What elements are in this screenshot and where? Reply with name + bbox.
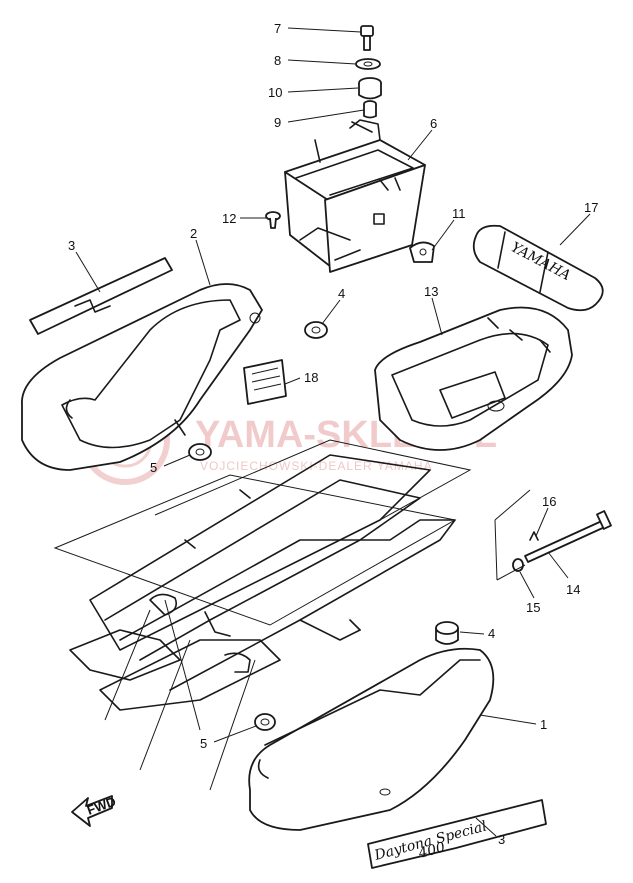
callout-9: 9 — [274, 115, 281, 130]
callout-13: 13 — [424, 284, 438, 299]
callout-labels: 7 8 10 9 6 12 11 17 3 2 4 13 18 5 16 14 … — [68, 21, 598, 847]
bolt-bracket — [494, 489, 531, 581]
part-18-caution-label — [243, 359, 287, 405]
part-17-tool-kit: YAMAHA — [472, 224, 604, 312]
part-6-battery-box — [284, 119, 426, 273]
callout-2: 2 — [190, 226, 197, 241]
callout-4-upper: 4 — [338, 286, 345, 301]
part-8-washer — [355, 58, 381, 70]
callout-3-upper: 3 — [68, 238, 75, 253]
part-15-washer — [512, 558, 524, 572]
part-5-grommet-lower — [254, 713, 276, 731]
part-5-grommet-upper — [188, 443, 212, 461]
callout-18: 18 — [304, 370, 318, 385]
callout-14: 14 — [566, 582, 580, 597]
callout-15: 15 — [526, 600, 540, 615]
part-12-screw — [265, 211, 281, 229]
callout-11: 11 — [452, 206, 466, 221]
part-9-collar — [363, 100, 377, 119]
leader-lines — [75, 27, 591, 837]
callout-6: 6 — [430, 116, 437, 131]
part-1-side-cover-right — [248, 647, 495, 831]
fwd-arrow-icon: FWD — [71, 794, 118, 827]
decal-number: 400 — [416, 839, 447, 862]
part-3-decal-lower: Daytona Special 400 — [367, 799, 547, 869]
callout-5-lower: 5 — [200, 736, 207, 751]
callout-10: 10 — [268, 85, 282, 100]
part-10-grommet — [358, 77, 382, 100]
callout-4-lower: 4 — [488, 626, 495, 641]
callout-8: 8 — [274, 53, 281, 68]
part-13-tool-tray — [374, 306, 573, 451]
callout-16: 16 — [542, 494, 556, 509]
part-2-side-cover-left — [21, 283, 263, 471]
part-7-bolt — [360, 25, 374, 51]
part-4-grommet-lower — [435, 621, 459, 645]
callout-5-upper: 5 — [150, 460, 157, 475]
callout-17: 17 — [584, 200, 598, 215]
callout-3-lower: 3 — [498, 832, 505, 847]
callout-7: 7 — [274, 21, 281, 36]
part-4-grommet-upper — [304, 321, 328, 339]
fwd-label: FWD — [85, 794, 118, 818]
callout-12: 12 — [222, 211, 236, 226]
part-3-decal-upper — [29, 257, 173, 335]
frame — [53, 439, 472, 791]
part-14-bolt — [524, 510, 612, 563]
watermark-sub-text: VOJCIECHOWSKI-DEALER YAMAHA — [200, 459, 433, 473]
part-16-cotter-pin — [529, 531, 539, 541]
part-11-damper — [409, 241, 435, 263]
callout-1: 1 — [540, 717, 547, 732]
